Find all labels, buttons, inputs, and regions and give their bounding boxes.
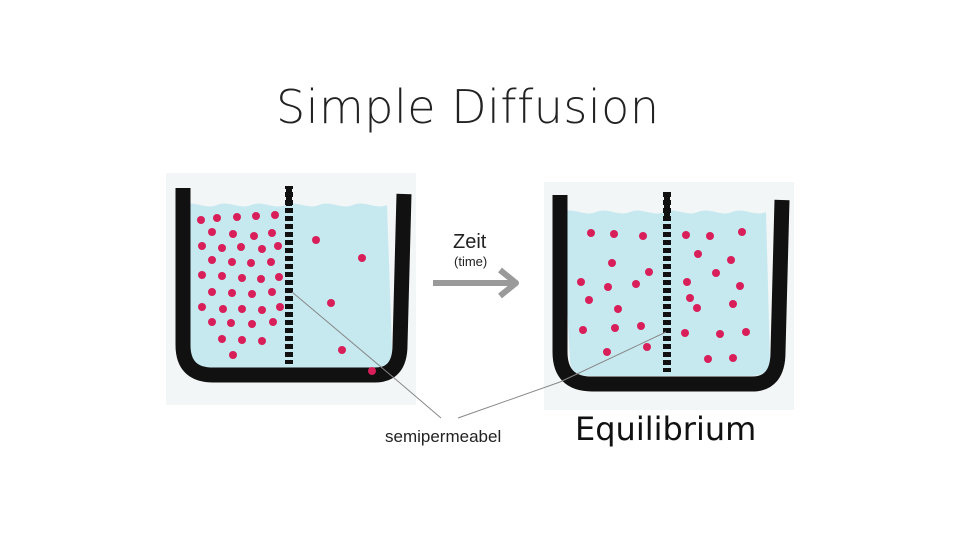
particle-before-left [229,351,237,359]
pointer-line-after-1 [559,331,667,383]
particle-before-left [208,318,216,326]
membrane-pointers: semipermeabel [291,291,667,446]
pointer-line-after-2 [457,381,561,419]
particle-after-left [603,348,611,356]
particle-before-left [252,212,260,220]
particle-before-left [237,243,245,251]
particle-after-left [611,324,619,332]
particle-after-right [729,354,737,362]
particle-before-right [338,346,346,354]
particle-after-left [645,268,653,276]
membrane-top-after [664,192,670,218]
particle-before-left [258,306,266,314]
particle-after-left [639,232,647,240]
particle-after-right [681,329,689,337]
particle-before-left [227,319,235,327]
container-wall-after [552,195,790,392]
particle-before-left [228,258,236,266]
particle-after-right [736,282,744,290]
particle-after-left [608,259,616,267]
pointer-line-before-1 [291,291,401,384]
particle-after-left [577,278,585,286]
particle-before-right [312,236,320,244]
particle-before-left [229,230,237,238]
particle-after-left [610,230,618,238]
particle-before-left [269,318,277,326]
particle-after-left [637,322,645,330]
particle-after-right [706,232,714,240]
membrane-label: semipermeabel [385,427,501,446]
particle-before-left [248,290,256,298]
particle-before-left [208,288,216,296]
particle-before-left [213,214,221,222]
particle-after-left [632,280,640,288]
semipermeable-membrane-after [663,192,671,372]
particle-before-left [238,336,246,344]
container-after [544,182,794,410]
semipermeable-membrane-before [285,186,293,364]
particle-before-left [197,216,205,224]
particle-before-left [250,232,258,240]
particle-before-right [327,299,335,307]
time-arrow: Zeit (time) [433,231,519,299]
particle-before-left [274,242,282,250]
particle-before-left [271,211,279,219]
particle-before-left [233,213,241,221]
equilibrium-caption: Equilibrium [575,410,757,448]
container-wall-before [175,188,412,383]
particle-before-left [257,275,265,283]
particle-before-left [218,244,226,252]
particle-after-left [587,229,595,237]
time-label: Zeit [453,231,487,253]
particle-after-right [738,228,746,236]
particle-before-left [208,228,216,236]
particle-before-left [238,274,246,282]
time-sublabel: (time) [454,254,487,269]
particle-before-left [275,273,283,281]
particle-after-right [694,250,702,258]
particle-before-right [368,367,376,375]
particle-before-left [198,303,206,311]
arrow-head-icon [498,267,519,299]
particle-before-left [198,242,206,250]
particle-before-right [358,254,366,262]
particle-after-right [683,278,691,286]
particle-after-left [614,305,622,313]
particle-after-right [712,269,720,277]
particle-before-left [218,335,226,343]
membrane-top-before [286,186,292,206]
particle-before-left [268,288,276,296]
particles-after [577,228,750,363]
pointer-line-before-2 [399,382,442,419]
particle-before-left [276,303,284,311]
particle-before-left [247,259,255,267]
particle-before-left [219,305,227,313]
container-before [166,173,416,405]
particle-after-left [604,283,612,291]
particle-after-left [585,296,593,304]
particle-before-left [208,256,216,264]
slide-title: Simple Diffusion [276,80,660,134]
particle-before-left [268,229,276,237]
particle-after-right [729,300,737,308]
particle-before-left [258,337,266,345]
particle-after-right [742,328,750,336]
particle-before-left [248,320,256,328]
particle-before-left [228,289,236,297]
particle-after-right [704,355,712,363]
particle-after-right [682,231,690,239]
particle-after-left [579,326,587,334]
particle-after-left [643,343,651,351]
particle-before-left [218,272,226,280]
particle-after-right [693,304,701,312]
particle-after-right [716,330,724,338]
particle-before-left [267,258,275,266]
particle-before-left [238,305,246,313]
particle-after-right [686,294,694,302]
particle-before-left [258,245,266,253]
particle-after-right [727,256,735,264]
particles-before [197,211,376,375]
particle-before-left [198,271,206,279]
